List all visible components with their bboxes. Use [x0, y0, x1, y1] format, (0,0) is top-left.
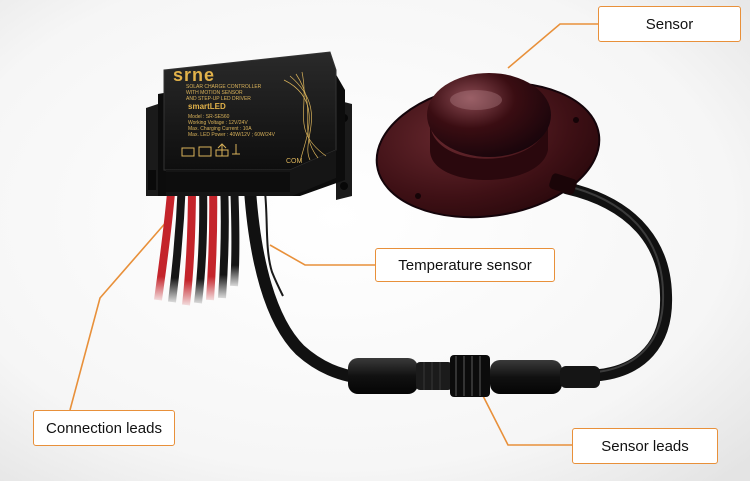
leader-sensor-leads: [477, 385, 572, 446]
gold-swoosh-graphic: [283, 71, 327, 163]
controller-product-line: smartLED: [188, 102, 226, 111]
controller-com-port-label: COM: [286, 158, 303, 165]
temperature-sensor-wire: [264, 191, 284, 297]
callout-leader-lines: [69, 23, 598, 446]
callout-sensor: Sensor: [598, 6, 741, 42]
controller-cable: [244, 184, 366, 384]
leader-connection: [69, 219, 169, 411]
leader-temperature: [269, 244, 375, 266]
charge-controller: [146, 51, 352, 200]
connection-leads: [154, 181, 240, 306]
sensor-leads-connector: [348, 355, 600, 397]
controller-description: SOLAR CHARGE CONTROLLER WITH MOTION SENS…: [186, 84, 262, 102]
controller-specs: Model : SR-SE560 Working Voltage : 12V/2…: [188, 114, 275, 138]
leader-sensor: [507, 23, 598, 69]
controller-brand-logo: srne: [173, 65, 216, 85]
callout-sensor-leads: Sensor leads: [572, 428, 718, 464]
motion-sensor: [375, 73, 601, 219]
callout-connection-leads: Connection leads: [33, 410, 175, 446]
callout-temperature-sensor: Temperature sensor: [375, 248, 555, 282]
terminal-icons: [181, 143, 240, 157]
